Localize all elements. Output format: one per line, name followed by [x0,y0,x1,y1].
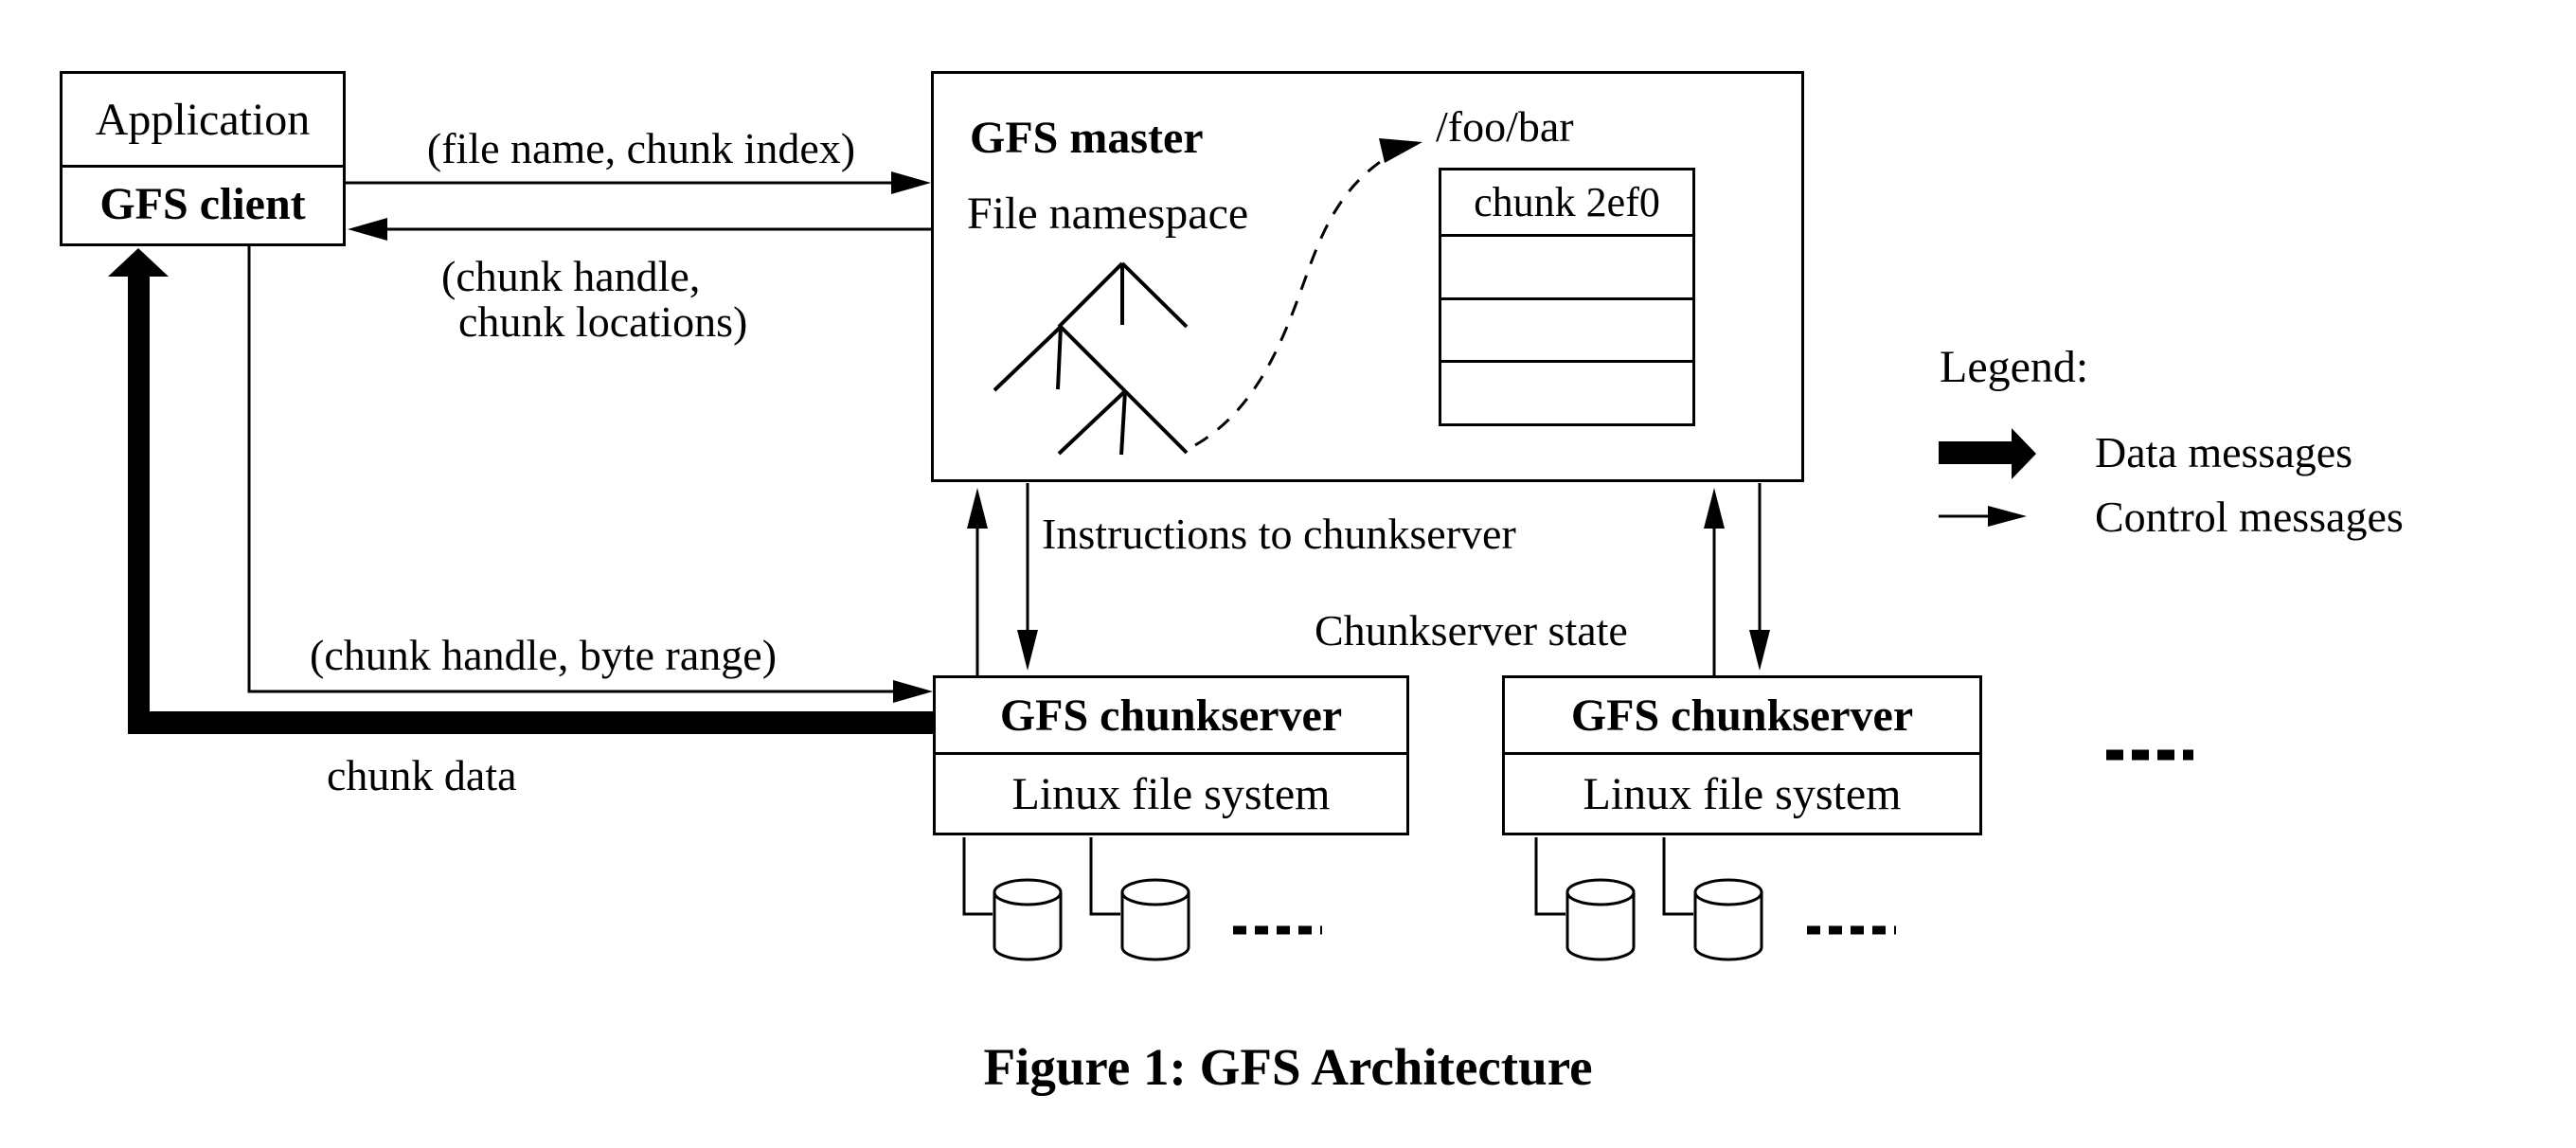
legend-title: Legend: [1940,342,2089,392]
namespace-lookup-dashed-arrow [1194,138,1422,447]
arrowhead-up-icon [108,248,169,277]
disk-cylinder-icon [993,892,1063,961]
disk-connectors-cs2 [1534,837,1693,916]
chunk-row [1441,296,1692,361]
chunk-handle-byte-range-label: (chunk handle, byte range) [310,631,778,679]
arrowhead-down-icon [1017,630,1038,671]
disk-cylinder-icon [1120,892,1190,961]
file-namespace-label: File namespace [967,188,1249,239]
gfs-master-box: GFS master File namespace [931,71,1804,482]
chunk-list-table: chunk 2ef0 [1439,168,1695,426]
arrowhead-left-icon [348,218,387,241]
legend-control-messages-label: Control messages [2095,493,2404,541]
chunkserver-state-label: Chunkserver state [1315,606,1628,655]
control-arrow-master-to-client [348,218,931,241]
client-stack-box: Application GFS client [60,71,346,246]
chunkserver-2-title: GFS chunkserver [1505,678,1979,755]
namespace-tree-icon [993,261,1189,456]
disk-connectors-cs1 [962,837,1120,916]
figure-caption: Figure 1: GFS Architecture [983,1038,1593,1096]
legend-data-messages-label: Data messages [2095,428,2353,476]
chunkserver-1-title: GFS chunkserver [936,678,1406,755]
arrowhead-right-icon [891,171,931,194]
arrowhead-up-icon [1704,488,1725,529]
chunkserver-1-box: GFS chunkserver Linux file system [933,675,1409,835]
gfs-client-label: GFS client [99,179,306,229]
file-name-chunk-index-label: (file name, chunk index) [426,124,856,172]
arrowhead-down-icon [1749,630,1770,671]
control-arrow-client-to-chunkserver [247,246,933,703]
arrowhead-up-icon [967,488,988,529]
arrowhead-right-icon [1379,138,1422,163]
disk-cylinder-icon [1693,892,1763,961]
chunkserver-2-fs-label: Linux file system [1583,768,1902,819]
application-box: Application [63,74,343,168]
control-arrow-master-to-cs1 [1017,483,1038,671]
control-arrow-master-to-cs2 [1749,483,1770,671]
chunk-row [1441,360,1692,423]
instructions-to-chunkserver-label: Instructions to chunkserver [1042,510,1516,558]
chunk-handle-locations-label-line2: chunk locations) [458,297,748,346]
chunkserver-2-box: GFS chunkserver Linux file system [1502,675,1982,835]
control-arrow-client-to-master [346,171,931,194]
chunk-row: chunk 2ef0 [1474,178,1660,225]
arrowhead-right-icon [893,680,933,703]
application-label: Application [95,94,311,145]
control-arrow-cs2-to-master [1704,488,1725,675]
gfs-master-title: GFS master [970,113,1204,163]
chunkserver-1-fs-label: Linux file system [1011,768,1331,819]
control-arrow-cs1-to-master [967,488,988,675]
legend-thin-arrow-icon [1939,506,2027,527]
file-path-label: /foo/bar [1436,102,1574,151]
chunk-row [1441,233,1692,297]
chunk-handle-locations-label-line1: (chunk handle, [441,252,701,300]
disk-cylinder-icon [1565,892,1636,961]
disk-cylinder-icons [993,878,1763,961]
data-arrow-chunk-data [108,248,933,734]
legend-thick-arrow-icon [1939,428,2036,479]
gfs-client-box: GFS client [63,168,343,241]
chunk-data-label: chunk data [327,751,517,799]
